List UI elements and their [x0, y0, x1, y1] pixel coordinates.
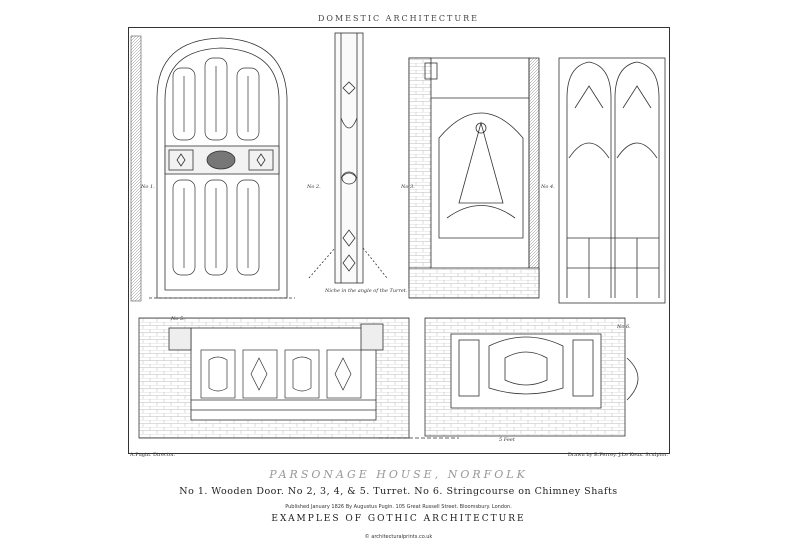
turret-window-drawing [558, 57, 666, 304]
copyright-line: © architecturalprints.co.uk [364, 534, 433, 540]
niche-caption: Niche in the angle of the Turret. [324, 288, 408, 294]
wooden-door-drawing [149, 37, 295, 299]
figure-label-6: No 6. [616, 324, 631, 330]
credit-director: A.Pugin. Director. [130, 452, 176, 458]
stringcourse-drawing [424, 317, 639, 437]
plate-subtitle: No 1. Wooden Door. No 2, 3, 4, & 5. Turr… [179, 486, 618, 497]
plate-title: PARSONAGE HOUSE, NORFOLK [269, 468, 528, 481]
series-title: EXAMPLES OF GOTHIC ARCHITECTURE [271, 514, 526, 524]
figure-label-3: No 3. [400, 184, 415, 190]
credit-engravers: Drawn by B.Ferrey. J.Le Keux. Sculptor. [567, 452, 668, 458]
parapet-drawing [138, 317, 459, 439]
running-header: DOMESTIC ARCHITECTURE [318, 14, 479, 23]
scale-label: 5 Feet [499, 437, 516, 443]
turret-bay-drawing [408, 57, 540, 299]
publisher-line: Published January 1826 By Augustus Pugin… [285, 504, 512, 510]
figure-label-2: No 2. [306, 184, 321, 190]
jamb-section-fragment [130, 35, 142, 302]
figure-label-1: No 1. [140, 184, 155, 190]
turret-niche-drawing [308, 32, 388, 284]
engraving-plate: No 1. No 2. Niche in the angle of the Tu… [128, 27, 670, 454]
engraving-drawing: No 1. No 2. Niche in the angle of the Tu… [130, 32, 666, 443]
figure-label-5: No 5. [170, 316, 185, 322]
figure-label-4: No 4. [540, 184, 555, 190]
